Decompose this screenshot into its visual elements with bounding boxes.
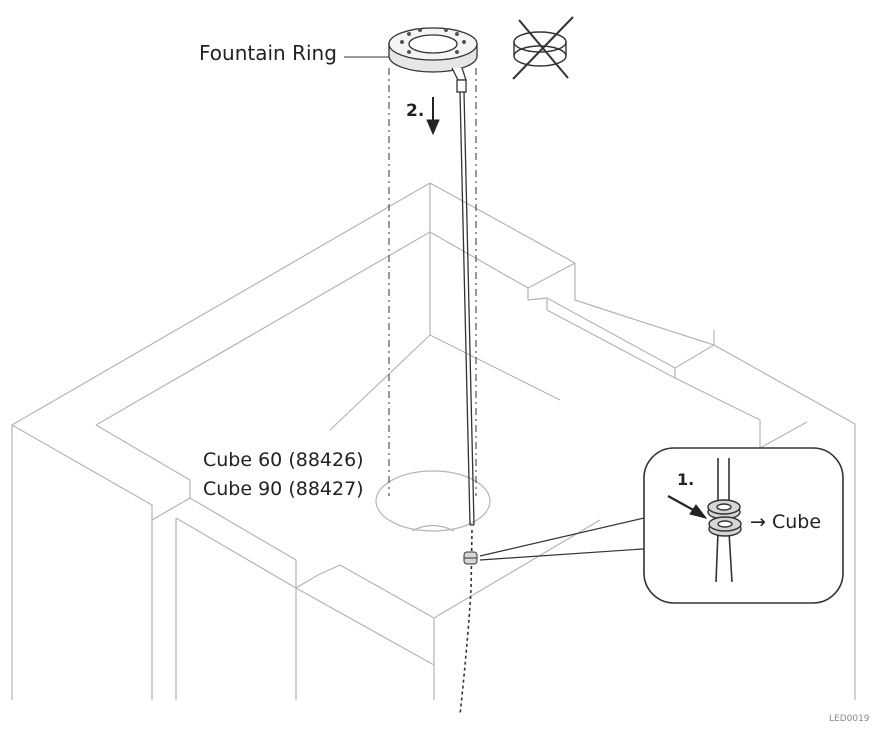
cube-container [11,182,856,700]
not-included-ring-icon [512,16,574,80]
cable-sleeve [463,551,478,565]
step2-arrow [426,97,440,136]
cube60-label: Cube 60 (88426) [203,449,364,471]
step1-label: 1. [677,470,695,489]
drawing-code: LED0019 [829,714,870,724]
callout-lines [479,514,658,561]
fountain-ring [388,27,478,93]
cable [459,91,475,716]
fountain-ring-label: Fountain Ring [199,41,337,65]
drop-guides [388,68,477,496]
cube90-label: Cube 90 (88427) [203,478,364,500]
to-cube-label: → Cube [750,511,822,533]
detail-box [643,447,844,604]
step2-label: 2. [406,101,425,121]
